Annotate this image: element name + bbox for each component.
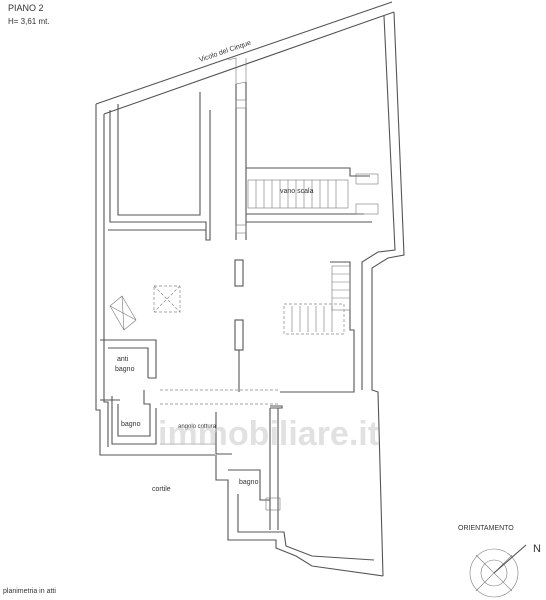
stair-label: vano scala (280, 188, 314, 195)
floor-label: PIANO 2 (8, 3, 44, 13)
shaft (109, 295, 137, 331)
compass-north: N (533, 543, 541, 555)
cortile-label: cortile (152, 486, 171, 493)
bagno-right-label: bagno (239, 479, 259, 486)
bagno-left-label: bagno (121, 421, 141, 428)
anti-bagno-label-1: anti (117, 356, 129, 363)
stair-vano-scala (247, 173, 379, 215)
height-label: H= 3,61 mt. (8, 17, 50, 26)
interior-walls (100, 57, 372, 530)
compass-title: ORIENTAMENTO (458, 525, 514, 532)
outer-walls (95, 1, 405, 577)
watermark: immobiliare.it (158, 415, 379, 453)
street-label: Vicolo del Cinque (198, 40, 252, 64)
stair-right (283, 265, 351, 335)
compass-rose-icon (469, 544, 527, 598)
angolo-cottura-label: angolo cottura (178, 424, 217, 430)
anti-bagno-label-2: bagno (115, 366, 135, 373)
skylight (153, 285, 181, 313)
footer-note: planimetria in atti (3, 588, 56, 595)
